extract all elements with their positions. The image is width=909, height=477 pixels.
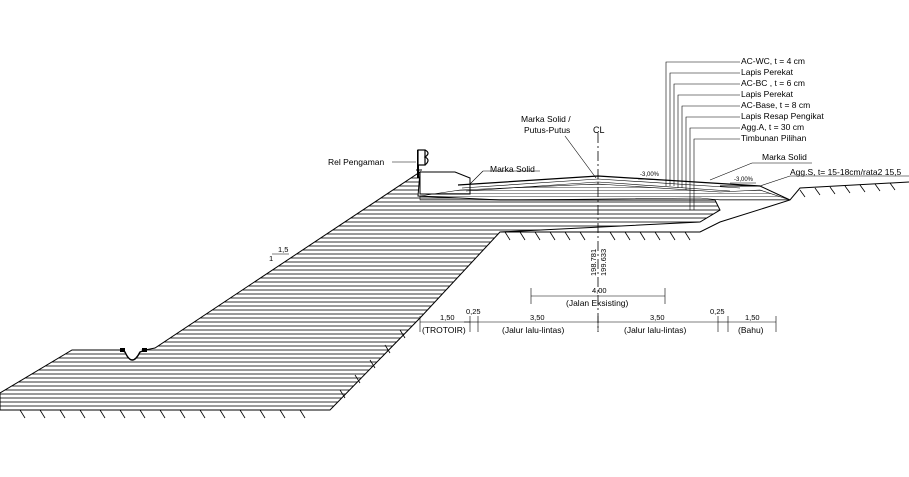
dim-gap-left: 0,25 <box>466 307 481 316</box>
dim-trotoir-label: (TROTOIR) <box>422 325 466 335</box>
layer-label-1: AC-WC, t = 4 cm <box>741 56 805 66</box>
elevation-198: 198.781 <box>589 249 598 276</box>
dim-bahu-value: 1,50 <box>745 313 760 322</box>
slope-pct-right: -3,00% <box>734 177 754 183</box>
ground-line-right <box>500 181 909 233</box>
layer-label-6: Lapis Resap Pengikat <box>741 111 824 121</box>
dim-lane-right-label: (Jalur lalu-lintas) <box>624 325 687 335</box>
dim-trotoir-value: 1,50 <box>440 313 455 322</box>
dim-jalan-label: (Jalan Eksisting) <box>566 298 629 308</box>
layer-label-4: Lapis Perekat <box>741 89 794 99</box>
embankment-fill <box>0 171 721 411</box>
label-marka-solid-putus-1: Marka Solid / <box>521 114 571 124</box>
label-agg-s: Agg.S, t= 15-18cm/rata2 15,5 <box>790 167 902 177</box>
slope-ratio-bottom: 1 <box>269 254 273 263</box>
layer-label-5: AC-Base, t = 8 cm <box>741 100 810 110</box>
label-rel-pengaman: Rel Pengaman <box>328 157 385 167</box>
dim-gap-right: 0,25 <box>710 307 725 316</box>
dim-chain: 1,50 (TROTOIR) 0,25 3,50 (Jalur lalu-lin… <box>419 307 777 335</box>
label-marka-solid-putus-2: Putus-Putus <box>524 125 570 135</box>
dim-jalan-eksisting: 4,00 (Jalan Eksisting) <box>530 286 666 308</box>
centerline-symbol: CL <box>593 125 605 135</box>
elevation-199: 199.633 <box>599 249 608 276</box>
layer-leaders <box>665 61 740 210</box>
layer-label-3: AC-BC , t = 6 cm <box>741 78 805 88</box>
dim-lane-left-label: (Jalur lalu-lintas) <box>502 325 565 335</box>
dim-lane-right-value: 3,50 <box>650 313 665 322</box>
layer-label-2: Lapis Perekat <box>741 67 794 77</box>
dim-bahu-label: (Bahu) <box>738 325 764 335</box>
ground-ticks <box>19 182 896 419</box>
dim-jalan-value: 4,00 <box>592 286 607 295</box>
layer-label-7: Agg.A, t = 30 cm <box>741 122 804 132</box>
layer-label-8: Timbunan Pilihan <box>741 133 807 143</box>
label-marka-solid-right: Marka Solid <box>762 152 807 162</box>
label-marka-solid-left: Marka Solid <box>490 164 535 174</box>
guard-rail <box>416 149 429 178</box>
layer-labels: AC-WC, t = 4 cm Lapis Perekat AC-BC , t … <box>741 56 824 143</box>
slope-pct-left: -3,00% <box>640 172 660 178</box>
drain-ditch <box>121 349 146 361</box>
slope-ratio-top: 1,5 <box>278 245 288 254</box>
dim-lane-left-value: 3,50 <box>530 313 545 322</box>
